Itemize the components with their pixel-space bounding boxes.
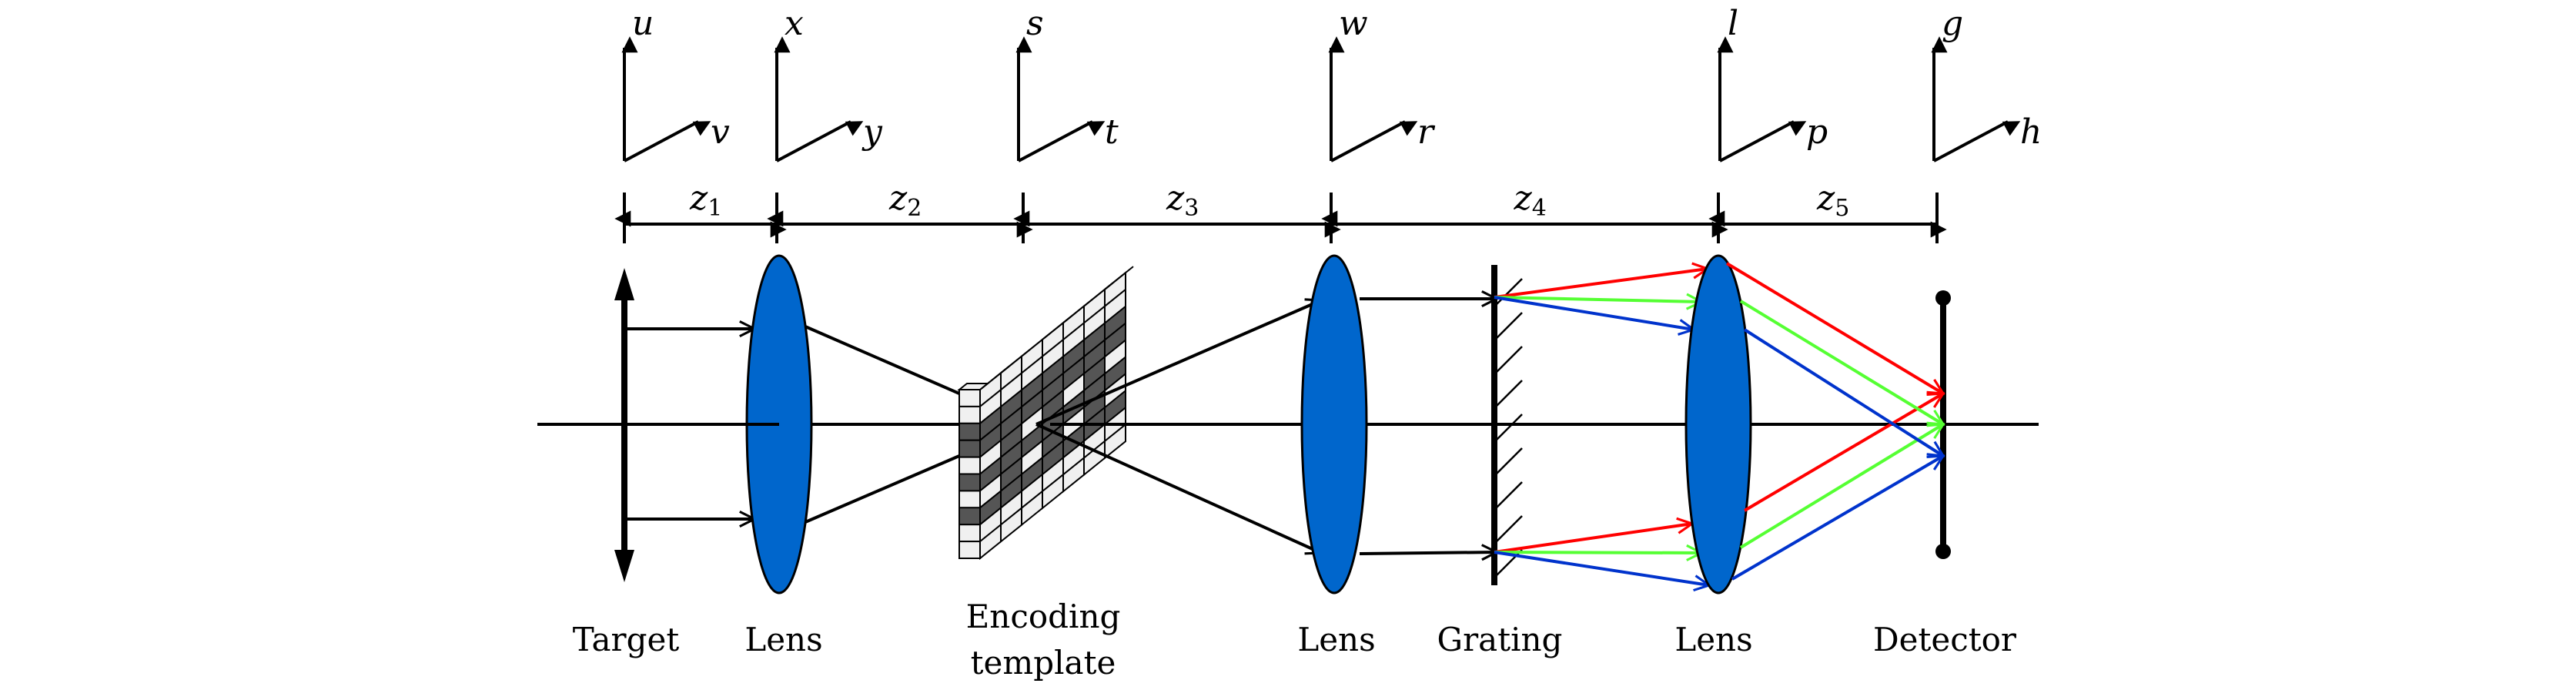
vertical-axis-label: l xyxy=(1728,4,1738,43)
horizontal-axis-label: r xyxy=(1417,112,1436,152)
ray-red xyxy=(1743,394,1943,512)
vertical-axis-label: w xyxy=(1339,4,1368,43)
label-lens-2: Lens xyxy=(1297,621,1375,658)
ray-blue xyxy=(1494,551,1709,585)
coordinate-frame: st xyxy=(1015,4,1119,162)
horizontal-axis-arrow xyxy=(776,120,864,162)
ray-red xyxy=(1494,524,1692,554)
distance-label: z3 xyxy=(1166,179,1199,222)
horizontal-axis-arrow xyxy=(1719,120,1807,162)
template-cell xyxy=(958,541,981,559)
horizontal-axis-label: v xyxy=(711,112,730,152)
grating-hatch xyxy=(1494,278,1523,307)
lens-2 xyxy=(1300,254,1368,595)
label-lens-1: Lens xyxy=(744,621,822,658)
horizontal-axis-arrow xyxy=(624,120,711,162)
label-detector: Detector xyxy=(1873,621,2017,658)
dispersed-rays xyxy=(1494,269,1709,585)
horizontal-axis-label: y xyxy=(861,112,883,152)
ray-green xyxy=(1494,297,1701,302)
label-lens-3: Lens xyxy=(1674,621,1752,658)
horizontal-axis-label: p xyxy=(1806,112,1828,152)
ray xyxy=(1035,423,1321,553)
distance-label: z4 xyxy=(1514,179,1547,222)
horizontal-axis-arrow xyxy=(1330,120,1418,162)
distance-z5: z5 xyxy=(1708,179,1947,238)
distance-label: z5 xyxy=(1816,179,1849,222)
template-cell xyxy=(958,507,981,526)
grating-hatch xyxy=(1494,481,1523,511)
ray-red xyxy=(1725,262,1943,394)
vertical-axis-label: u xyxy=(632,4,654,43)
template-cell xyxy=(958,490,981,509)
ray xyxy=(1035,300,1321,426)
horizontal-axis-label: h xyxy=(2020,112,2042,152)
distance-z1: z1 xyxy=(614,179,787,238)
grating-hatch xyxy=(1494,346,1523,375)
grating-hatch xyxy=(1494,414,1523,443)
ray-blue xyxy=(1731,456,1943,581)
horizontal-axis-arrow xyxy=(1933,120,2021,162)
coordinate-frame: wr xyxy=(1328,4,1436,162)
lens-3 xyxy=(1684,254,1752,595)
coordinate-frame: gh xyxy=(1931,4,2042,162)
ray xyxy=(805,325,960,395)
distance-dimensions: z1 z2 z3 z4 z5 xyxy=(614,179,1947,243)
ray-blue xyxy=(1494,296,1694,330)
encoding-template xyxy=(957,266,1134,561)
ray-green xyxy=(1739,424,1943,549)
vertical-axis-label: g xyxy=(1942,4,1963,43)
coordinate-frame: xy xyxy=(774,4,883,162)
grating xyxy=(1491,265,1523,585)
grating-hatch xyxy=(1494,380,1523,409)
vertical-axis-label: s xyxy=(1026,4,1044,43)
distance-z3: z3 xyxy=(1013,179,1341,238)
distance-label: z1 xyxy=(689,179,722,222)
ray xyxy=(805,454,960,524)
label-target: Target xyxy=(573,621,680,658)
coordinate-frame: uv xyxy=(621,4,730,162)
template-cell xyxy=(958,405,981,424)
template-cell xyxy=(958,524,981,543)
template-top-cell xyxy=(1104,266,1134,290)
grating-hatch xyxy=(1494,515,1523,544)
ray-red xyxy=(1494,269,1708,299)
label-encoding-line2: template xyxy=(971,644,1116,682)
ray-blue xyxy=(1743,328,1943,456)
label-encoding-line1: Encoding xyxy=(966,598,1121,635)
distance-label: z2 xyxy=(888,179,922,222)
template-cell xyxy=(958,389,981,407)
horizontal-axis-arrow xyxy=(1018,120,1106,162)
grating-hatch xyxy=(1494,447,1523,477)
grating-hatch xyxy=(1494,312,1523,341)
label-grating: Grating xyxy=(1437,621,1563,658)
ray-green xyxy=(1739,300,1943,424)
vertical-axis-label: x xyxy=(785,4,804,43)
ray-green xyxy=(1494,552,1701,553)
ray xyxy=(1359,552,1497,554)
template-cell xyxy=(1104,423,1126,460)
template-cell xyxy=(958,422,981,441)
focused-rays xyxy=(1725,262,1943,581)
horizontal-axis-label: t xyxy=(1105,112,1119,152)
distance-z4: z4 xyxy=(1321,179,1728,238)
template-cell xyxy=(958,456,981,475)
template-cell xyxy=(958,439,981,458)
template-cell xyxy=(958,473,981,492)
coordinate-frame: lp xyxy=(1717,4,1828,162)
distance-z2: z2 xyxy=(767,179,1033,238)
